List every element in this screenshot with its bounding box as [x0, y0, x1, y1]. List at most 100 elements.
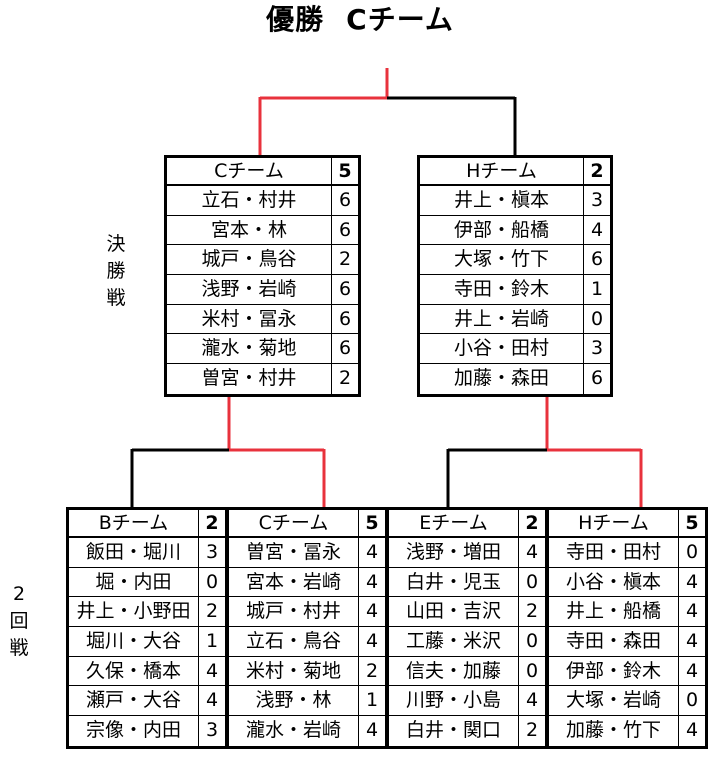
pair-name: 浅野・林	[229, 686, 359, 716]
team-total-score: 5	[685, 512, 699, 534]
pair-name: 立石・鳥谷	[229, 627, 359, 656]
match-score: 4	[365, 719, 379, 742]
match-score: 4	[590, 218, 604, 241]
label-final-char: 勝	[106, 260, 126, 282]
match-score: 4	[685, 600, 699, 623]
match-score: 3	[205, 719, 219, 742]
pair-name: 堀川・大谷	[69, 627, 199, 656]
pair-name: 伊部・鈴木	[549, 656, 679, 686]
match-score: 1	[365, 689, 379, 712]
team-total-score: 5	[338, 160, 352, 182]
pair-name: 瀧水・岩崎	[229, 716, 359, 746]
pair-name: 山田・吉沢	[389, 597, 519, 627]
match-score: 2	[205, 600, 219, 623]
match-score: 4	[205, 689, 219, 712]
label-second-char: 戦	[9, 637, 29, 659]
pair-name: 大塚・岩崎	[549, 686, 679, 716]
team-total-score: 2	[205, 512, 219, 534]
match-score: 4	[685, 570, 699, 593]
pair-name: 伊部・船橋	[420, 215, 584, 245]
team-header-row: Hチーム 2	[420, 158, 610, 186]
pair-name: 井上・槇本	[420, 186, 584, 215]
team-name: Eチーム	[389, 510, 519, 536]
pair-name: 曽宮・村井	[167, 364, 332, 394]
match-row: 曽宮・村井 2	[167, 364, 358, 394]
match-score: 4	[685, 719, 699, 742]
match-row: 加藤・竹下 4	[549, 716, 705, 746]
match-score: 4	[365, 570, 379, 593]
team-total-score: 2	[525, 512, 539, 534]
pair-name: 大塚・竹下	[420, 245, 584, 275]
match-row: 大塚・岩崎 0	[549, 686, 705, 717]
pair-name: 城戸・村井	[229, 597, 359, 627]
pair-name: 久保・橋本	[69, 656, 199, 686]
match-score: 3	[590, 189, 604, 211]
pair-name: 寺田・田村	[549, 538, 679, 567]
pair-name: 信夫・加藤	[389, 656, 519, 686]
label-second-round: 2 回 戦	[4, 581, 34, 662]
pair-name: 白井・児玉	[389, 567, 519, 597]
pair-name: 曽宮・冨永	[229, 538, 359, 567]
match-score: 2	[338, 367, 352, 390]
team-total-score: 2	[590, 160, 604, 182]
match-score: 6	[590, 248, 604, 271]
pair-name: 飯田・堀川	[69, 538, 199, 567]
match-row: 信夫・加藤 0	[389, 656, 545, 687]
team-name: Hチーム	[420, 158, 584, 184]
match-score: 1	[590, 278, 604, 301]
match-score: 4	[525, 541, 539, 563]
match-score: 6	[338, 218, 352, 241]
match-row: 小谷・田村 3	[420, 334, 610, 365]
pair-name: 米村・冨永	[167, 304, 332, 334]
match-score: 2	[338, 248, 352, 271]
match-score: 3	[590, 337, 604, 360]
pair-name: 川野・小島	[389, 686, 519, 716]
match-score: 6	[338, 189, 352, 211]
match-score: 0	[685, 689, 699, 712]
match-score: 2	[525, 719, 539, 742]
label-final-round: 決 勝 戦	[101, 231, 131, 312]
match-row: 井上・槇本 3	[420, 186, 610, 216]
match-score: 6	[338, 337, 352, 360]
title-main: 優勝	[266, 3, 325, 36]
match-row: 浅野・林 1	[229, 686, 385, 717]
pair-name: 加藤・竹下	[549, 716, 679, 746]
match-score: 4	[365, 630, 379, 653]
match-score: 4	[365, 541, 379, 563]
pair-name: 小谷・田村	[420, 334, 584, 364]
pair-name: 井上・岩崎	[420, 304, 584, 334]
match-score: 6	[338, 278, 352, 301]
match-score: 0	[525, 659, 539, 682]
pair-name: 米村・菊地	[229, 656, 359, 686]
